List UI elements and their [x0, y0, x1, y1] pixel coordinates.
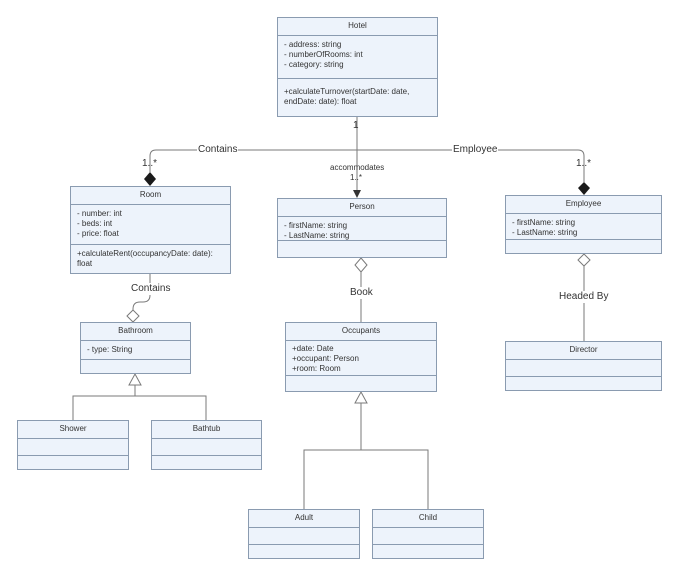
- class-hotel-methods: +calculateTurnover(startDate: date, endD…: [278, 79, 437, 117]
- attribute: - beds: int: [77, 219, 113, 228]
- class-person-name: Person: [278, 199, 446, 217]
- attribute: - price: float: [77, 229, 119, 238]
- method: +calculateTurnover(startDate: date, endD…: [284, 87, 410, 106]
- class-bathtub-name: Bathtub: [152, 421, 261, 439]
- occupants-generalization-line: [303, 403, 429, 509]
- class-adult-attributes: [249, 528, 359, 545]
- headed-by-label: Headed By: [558, 291, 610, 303]
- class-shower-methods: [18, 456, 128, 470]
- attribute: - address: string: [284, 40, 342, 49]
- class-director[interactable]: Director: [505, 341, 662, 391]
- class-director-name: Director: [506, 342, 661, 360]
- employee-label: Employee: [452, 144, 499, 156]
- aggregation-diamond-bathroom: [126, 309, 140, 323]
- attribute: - number: int: [77, 209, 122, 218]
- class-room-methods: +calculateRent(occupancyDate: date): flo…: [71, 245, 230, 274]
- attribute: - type: String: [87, 345, 133, 354]
- class-bathtub-attributes: [152, 439, 261, 456]
- attribute: - LastName: string: [284, 231, 350, 240]
- class-shower-name: Shower: [18, 421, 128, 439]
- class-shower[interactable]: Shower: [17, 420, 129, 470]
- class-bathtub-methods: [152, 456, 261, 470]
- class-employee-attributes: - firstName: string - LastName: string: [506, 214, 661, 240]
- class-occupants-methods: [286, 376, 436, 392]
- class-room-attributes: - number: int - beds: int - price: float: [71, 205, 230, 245]
- class-room-name: Room: [71, 187, 230, 205]
- accommodates-arrowhead: [353, 190, 361, 198]
- employee-multiplicity: 1..*: [576, 158, 592, 169]
- method: +calculateRent(occupancyDate: date): flo…: [77, 249, 213, 268]
- class-child-attributes: [373, 528, 483, 545]
- class-adult[interactable]: Adult: [248, 509, 360, 559]
- attribute: +occupant: Person: [292, 354, 359, 363]
- contains-rooms-line: [149, 149, 357, 172]
- attribute: - numberOfRooms: int: [284, 50, 363, 59]
- attribute: - category: string: [284, 60, 344, 69]
- class-person[interactable]: Person - firstName: string - LastName: s…: [277, 198, 447, 258]
- contains-rooms-multiplicity: 1..*: [142, 158, 158, 169]
- generalization-triangle-occupants: [354, 390, 368, 404]
- class-hotel-attributes: - address: string - numberOfRooms: int -…: [278, 36, 437, 79]
- aggregation-diamond-employee: [577, 253, 591, 267]
- book-label: Book: [349, 287, 374, 299]
- attribute: - firstName: string: [512, 218, 576, 227]
- attribute: - LastName: string: [512, 228, 578, 237]
- accommodates-multiplicity: 1..*: [350, 173, 363, 182]
- class-bathroom-name: Bathroom: [81, 323, 190, 341]
- class-person-attributes: - firstName: string - LastName: string: [278, 217, 446, 241]
- contains-bathroom-label: Contains: [130, 283, 172, 295]
- class-occupants-name: Occupants: [286, 323, 436, 341]
- accommodates-label: accommodates: [330, 163, 385, 172]
- class-bathroom-methods: [81, 360, 190, 374]
- class-hotel-name: Hotel: [278, 18, 437, 36]
- contains-bathroom-line: [132, 274, 151, 310]
- bathroom-generalization-line: [72, 385, 207, 420]
- class-employee[interactable]: Employee - firstName: string - LastName:…: [505, 195, 662, 254]
- class-adult-name: Adult: [249, 510, 359, 528]
- employee-line: [357, 149, 585, 182]
- class-director-methods: [506, 377, 661, 391]
- class-bathtub[interactable]: Bathtub: [151, 420, 262, 470]
- class-bathroom[interactable]: Bathroom - type: String: [80, 322, 191, 374]
- class-employee-methods: [506, 240, 661, 254]
- class-child-name: Child: [373, 510, 483, 528]
- class-hotel[interactable]: Hotel - address: string - numberOfRooms:…: [277, 17, 438, 117]
- class-employee-name: Employee: [506, 196, 661, 214]
- class-director-attributes: [506, 360, 661, 377]
- class-child-methods: [373, 545, 483, 559]
- class-shower-attributes: [18, 439, 128, 456]
- attribute: - firstName: string: [284, 221, 348, 230]
- class-child[interactable]: Child: [372, 509, 484, 559]
- attribute: +date: Date: [292, 344, 334, 353]
- generalization-triangle-bathroom: [128, 372, 142, 386]
- class-person-methods: [278, 241, 446, 258]
- hotel-multiplicity: 1: [353, 120, 359, 131]
- attribute: +room: Room: [292, 364, 341, 373]
- composition-diamond-employee: [578, 182, 590, 195]
- contains-rooms-label: Contains: [197, 144, 239, 156]
- class-adult-methods: [249, 545, 359, 559]
- composition-diamond-room: [144, 172, 156, 186]
- class-room[interactable]: Room - number: int - beds: int - price: …: [70, 186, 231, 274]
- class-occupants[interactable]: Occupants +date: Date +occupant: Person …: [285, 322, 437, 392]
- class-bathroom-attributes: - type: String: [81, 341, 190, 360]
- class-occupants-attributes: +date: Date +occupant: Person +room: Roo…: [286, 341, 436, 376]
- aggregation-diamond-person: [354, 257, 368, 273]
